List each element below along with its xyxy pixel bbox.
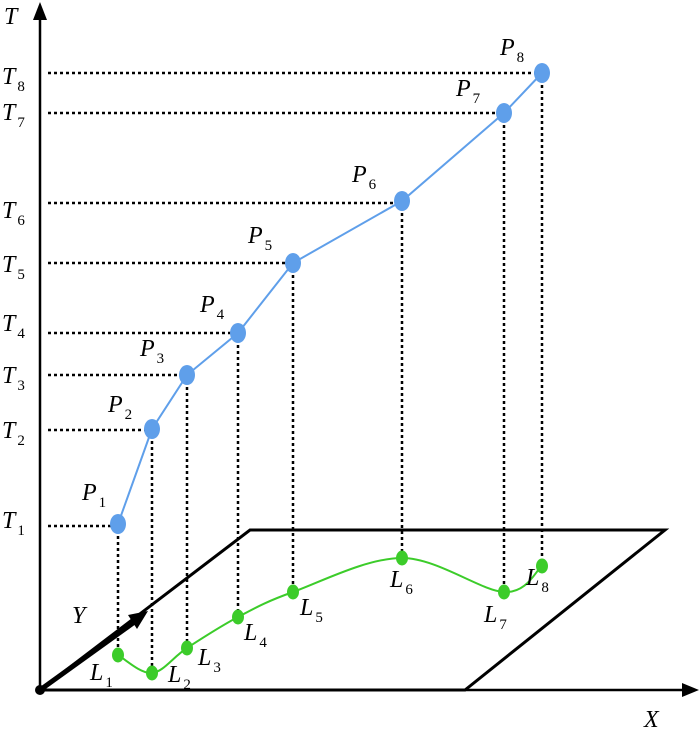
trajectory-point-p6 [394,191,410,211]
ground-point-l1 [112,647,124,663]
trajectory-line [117,72,543,525]
t-axis-label: T [4,4,19,30]
ground-path-curve [117,556,543,675]
t-axis-arrowhead [33,2,47,20]
y-axis-arrowhead [128,611,148,629]
origin-dot [35,685,45,695]
y-axis [38,615,142,693]
ground-path-layer [112,550,548,681]
trajectory-point-p5 [285,253,301,273]
trajectory-point-p1 [110,514,126,534]
ground-point-l4 [232,609,244,625]
trajectory-point-p4 [230,323,246,343]
ground-point-l7 [498,584,510,600]
trajectory-layer [110,63,550,534]
x-axis-arrowhead [682,683,699,697]
ground-point-l5 [287,584,299,600]
y-axis-label: Y [72,603,88,629]
trajectory-point-p8 [534,63,550,83]
ground-point-l2 [146,665,158,681]
trajectory-point-p7 [496,103,512,123]
ground-point-l3 [181,640,193,656]
x-axis-label: X [643,707,660,729]
projection-lines [48,71,544,673]
trajectory-point-p2 [144,419,160,439]
ground-point-l6 [396,550,408,566]
ground-point-l8 [536,558,548,574]
trajectory-point-p3 [179,365,195,385]
